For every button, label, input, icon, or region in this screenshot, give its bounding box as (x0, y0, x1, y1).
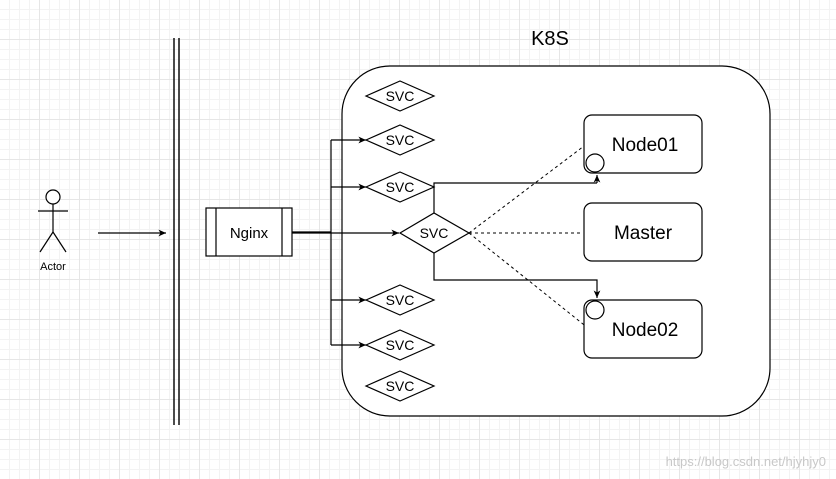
svc-label-7: SVC (386, 378, 415, 394)
dashed-svc-to-node01 (468, 142, 589, 234)
node01-box[interactable] (583, 114, 703, 174)
actor-figure[interactable] (38, 189, 68, 253)
svc-label-5: SVC (386, 292, 415, 308)
master-label: Master (614, 223, 673, 244)
actor-head (45, 189, 61, 205)
k8s-cluster-label: K8S (531, 28, 569, 50)
actor-right-leg (52, 231, 67, 253)
nginx-fanout-edges (292, 136, 399, 349)
svc-label-3: SVC (386, 179, 415, 195)
svc-label-6: SVC (386, 337, 415, 353)
edge-svc-to-node02 (433, 253, 601, 298)
node01-label: Node01 (612, 135, 679, 156)
watermark-text: https://blog.csdn.net/hjyhjy0 (666, 454, 826, 469)
master-box[interactable] (583, 202, 703, 262)
node02-port-icon (585, 300, 605, 320)
dashed-svc-to-node02 (468, 232, 589, 329)
node02-label: Node02 (612, 320, 679, 341)
node01-port-icon (585, 153, 605, 173)
node02-box[interactable] (583, 299, 703, 359)
svc-diamond-5[interactable] (364, 284, 436, 316)
nginx-label: Nginx (230, 225, 269, 242)
svc-diamond-1[interactable] (364, 80, 436, 112)
edge-svc-to-node01-horizontal (433, 182, 597, 213)
nginx-box-outline (205, 207, 293, 257)
actor-label: Actor (40, 261, 66, 273)
svc-label-2: SVC (386, 132, 415, 148)
svc-diamond-6[interactable] (364, 329, 436, 361)
svc-label-center: SVC (420, 225, 449, 241)
svc-label-1: SVC (386, 88, 415, 104)
k8s-cluster-container[interactable] (341, 65, 771, 417)
svc-diamond-2[interactable] (364, 124, 436, 156)
actor-left-leg (39, 231, 54, 253)
nginx-box[interactable] (205, 207, 293, 257)
svc-diamond-7[interactable] (364, 370, 436, 402)
